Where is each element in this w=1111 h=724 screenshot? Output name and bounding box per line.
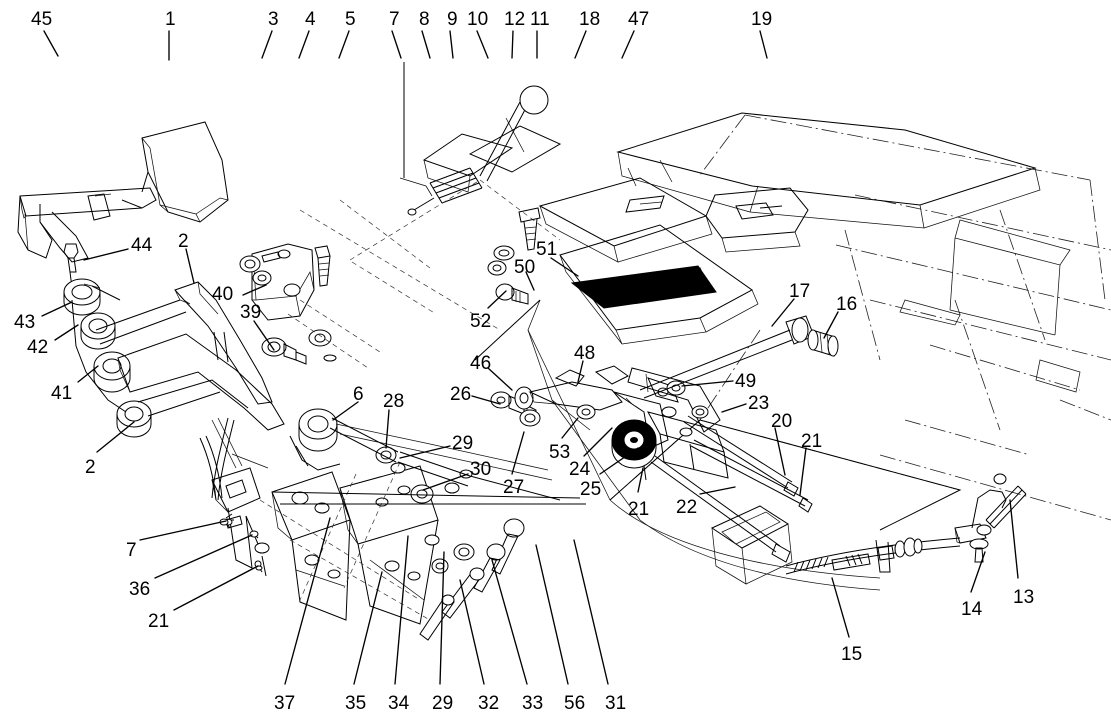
rods-20-21 xyxy=(650,415,813,563)
callout-14: 14 xyxy=(961,599,983,620)
hardware-27 xyxy=(519,409,541,427)
callout-21b: 21 xyxy=(628,499,650,520)
callout-21c: 21 xyxy=(148,611,170,632)
callout-53: 53 xyxy=(549,442,571,463)
callout-49: 49 xyxy=(735,371,757,392)
callout-36: 36 xyxy=(129,579,151,600)
lower-bracket-assembly xyxy=(199,417,586,641)
gusset-shape xyxy=(570,265,717,309)
pedal-arm-2-upper xyxy=(95,281,273,405)
callout-30: 30 xyxy=(470,459,492,480)
callout-8: 8 xyxy=(419,9,430,30)
bolt-30 xyxy=(410,484,434,504)
washer-50 xyxy=(493,245,515,261)
callout-34: 34 xyxy=(388,693,410,714)
callout-52: 52 xyxy=(470,311,492,332)
callout-39: 39 xyxy=(240,302,262,323)
pedal-assembly-1 xyxy=(17,121,229,263)
callout-31: 31 xyxy=(605,693,627,714)
callout-18: 18 xyxy=(579,9,601,30)
callout-9: 9 xyxy=(447,9,458,30)
callout-25: 25 xyxy=(580,479,602,500)
callout-3: 3 xyxy=(268,9,279,30)
bolt-12 xyxy=(518,207,541,251)
callout-46: 46 xyxy=(470,353,492,374)
callout-35: 35 xyxy=(345,693,367,714)
hardware-stack-50-52 xyxy=(487,207,541,305)
spring-13 xyxy=(971,473,1027,529)
callout-7: 7 xyxy=(389,9,400,30)
bolt-32 xyxy=(419,594,455,641)
callout-42: 42 xyxy=(27,337,49,358)
callout-1: 1 xyxy=(165,9,176,30)
callout-17: 17 xyxy=(789,281,811,302)
callout-51: 51 xyxy=(536,239,558,260)
pivot-bracket-group xyxy=(239,243,381,369)
bushing-16 xyxy=(807,329,839,357)
callout-11: 11 xyxy=(530,9,550,30)
callout-29b: 29 xyxy=(432,693,454,714)
callout-56: 56 xyxy=(564,693,586,714)
callout-48: 48 xyxy=(574,343,596,364)
callout-15: 15 xyxy=(841,644,863,665)
knob-52 xyxy=(495,283,529,305)
callout-27: 27 xyxy=(503,477,525,498)
callout-6: 6 xyxy=(353,384,364,405)
tube-part xyxy=(710,505,793,585)
callout-12: 12 xyxy=(504,9,526,30)
pedal-arm-2-lower xyxy=(117,331,285,431)
callout-50: 50 xyxy=(514,257,536,278)
callout-2a: 2 xyxy=(178,231,189,252)
callout-28: 28 xyxy=(383,391,405,412)
bolt-40 xyxy=(239,255,272,286)
frame-phantom-group xyxy=(609,114,1111,521)
callout-16: 16 xyxy=(836,294,858,315)
rod-end-46 xyxy=(514,386,534,410)
washer-34 xyxy=(431,558,449,574)
tie-rod-group xyxy=(211,417,235,501)
callout-29a: 29 xyxy=(452,433,474,454)
callout-47: 47 xyxy=(628,9,650,30)
callout-21a: 21 xyxy=(801,431,823,452)
callout-20: 20 xyxy=(771,411,793,432)
callout-43: 43 xyxy=(14,312,36,333)
callout-10: 10 xyxy=(467,9,489,30)
bolt-28 xyxy=(375,446,406,474)
callout-41: 41 xyxy=(51,383,73,404)
nut-53 xyxy=(576,404,596,420)
callout-23: 23 xyxy=(748,393,770,414)
callout-2b: 2 xyxy=(85,457,96,478)
callout-4: 4 xyxy=(305,9,316,30)
cable-coil xyxy=(845,553,863,567)
screw-5 xyxy=(314,245,331,287)
callout-7b: 7 xyxy=(126,540,137,561)
callout-37: 37 xyxy=(274,693,296,714)
deck-sheetmetal-group xyxy=(538,112,1041,345)
center-linkage-group xyxy=(490,365,679,481)
bolt-39 xyxy=(261,337,307,365)
bolt-14 xyxy=(969,538,989,563)
cable-15-group xyxy=(785,473,1027,575)
callout-45: 45 xyxy=(31,9,53,30)
rod-spring-knob-group xyxy=(299,62,562,331)
nut-50b xyxy=(487,260,507,276)
callout-13: 13 xyxy=(1013,587,1035,608)
callout-44: 44 xyxy=(131,235,153,256)
callout-5: 5 xyxy=(345,9,356,30)
nut-29b xyxy=(453,543,475,561)
callout-24: 24 xyxy=(569,459,591,480)
bolt-39b xyxy=(308,329,332,347)
callout-32: 32 xyxy=(478,693,500,714)
callout-22: 22 xyxy=(676,497,698,518)
callout-40: 40 xyxy=(212,284,234,305)
spring-8 xyxy=(429,167,483,204)
bushing-stack xyxy=(63,278,152,438)
rod-17-bushing-16 xyxy=(639,315,839,399)
callout-33: 33 xyxy=(522,693,544,714)
callout-19: 19 xyxy=(751,9,773,30)
frame-solid-group xyxy=(899,219,1081,393)
cable-spring-15 xyxy=(793,556,829,573)
callout-26: 26 xyxy=(450,384,472,405)
